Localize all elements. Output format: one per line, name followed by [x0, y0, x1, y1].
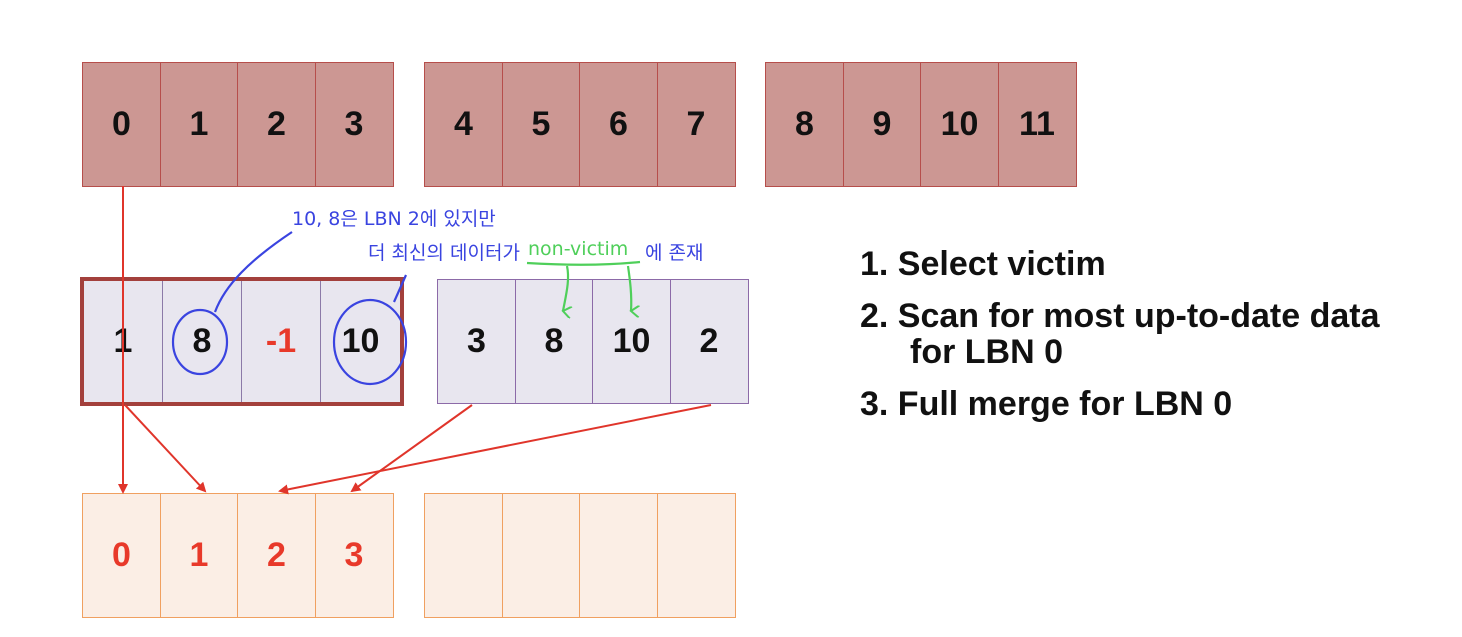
log-cell: 10 — [321, 281, 400, 402]
merged-block-1 — [424, 493, 736, 618]
merged-cell-empty — [656, 493, 736, 618]
log-cell: 2 — [669, 279, 749, 404]
log-cell: 10 — [592, 279, 671, 404]
log-cell-invalid: -1 — [242, 281, 321, 402]
logical-cell: 11 — [997, 62, 1077, 187]
logical-cell: 2 — [237, 62, 316, 187]
logical-cell: 10 — [920, 62, 999, 187]
merged-cell-empty — [579, 493, 658, 618]
merged-cell: 3 — [314, 493, 394, 618]
logical-block-0: 0 1 2 3 — [82, 62, 394, 187]
log-block-victim: 1 8 -1 10 — [80, 277, 404, 406]
green-underline — [526, 260, 641, 266]
log-block-non-victim: 3 8 10 2 — [437, 279, 749, 404]
annotation-non-victim: non-victim — [528, 238, 629, 260]
merged-block-0: 0 1 2 3 — [82, 493, 394, 618]
step-2-continued: for LBN 0 — [910, 333, 1063, 371]
merged-cell: 1 — [159, 493, 239, 618]
logical-block-2: 8 9 10 11 — [765, 62, 1077, 187]
merged-cell-empty — [424, 493, 503, 618]
logical-cell: 1 — [159, 62, 239, 187]
logical-cell: 8 — [765, 62, 844, 187]
logical-cell: 4 — [424, 62, 503, 187]
log-cell: 1 — [84, 281, 163, 402]
steps-list: 1. Select victim 2. Scan for most up-to-… — [860, 238, 1380, 430]
log-cell: 8 — [514, 279, 594, 404]
merged-cell: 0 — [82, 493, 161, 618]
logical-cell: 9 — [842, 62, 922, 187]
merged-cell: 2 — [237, 493, 316, 618]
logical-block-1: 4 5 6 7 — [424, 62, 736, 187]
arrow-log2-to-merged2 — [278, 404, 712, 495]
logical-cell: 3 — [314, 62, 394, 187]
log-cell: 3 — [437, 279, 516, 404]
annotation-line-2: 더 최신의 데이터가 — [368, 242, 520, 264]
annotation-line-1: 10, 8은 LBN 2에 있지만 — [292, 208, 496, 230]
arrow-log1-to-merged1 — [124, 404, 207, 493]
step-3: 3. Full merge for LBN 0 — [860, 385, 1233, 423]
step-2: 2. Scan for most up-to-date data — [860, 297, 1380, 335]
logical-cell: 6 — [579, 62, 658, 187]
logical-cell: 0 — [82, 62, 161, 187]
logical-cell: 5 — [501, 62, 581, 187]
step-1: 1. Select victim — [860, 245, 1106, 283]
annotation-line-2-end: 에 존재 — [645, 242, 704, 264]
log-cell: 8 — [163, 281, 242, 402]
logical-cell: 7 — [656, 62, 736, 187]
merged-cell-empty — [501, 493, 581, 618]
arrow-log3-to-merged3 — [350, 404, 473, 493]
